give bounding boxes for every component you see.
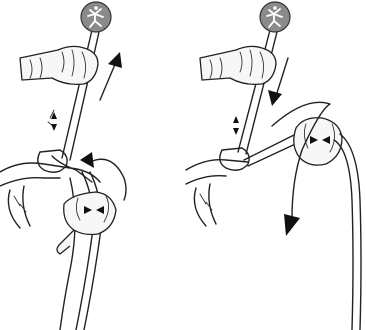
right-rope-tail (334, 134, 361, 330)
left-top-hand (20, 46, 98, 84)
right-top-hand (200, 46, 276, 84)
right-harness (186, 148, 249, 226)
climber-medallion-icon (81, 2, 111, 32)
right-bottom-hand (294, 118, 342, 165)
small-arrows-icon (233, 116, 239, 135)
climber-medallion-icon (260, 2, 290, 32)
right-panel (186, 2, 361, 330)
pull-up-arrow (100, 52, 122, 100)
left-panel (0, 2, 126, 330)
left-bottom-hand (57, 192, 116, 254)
